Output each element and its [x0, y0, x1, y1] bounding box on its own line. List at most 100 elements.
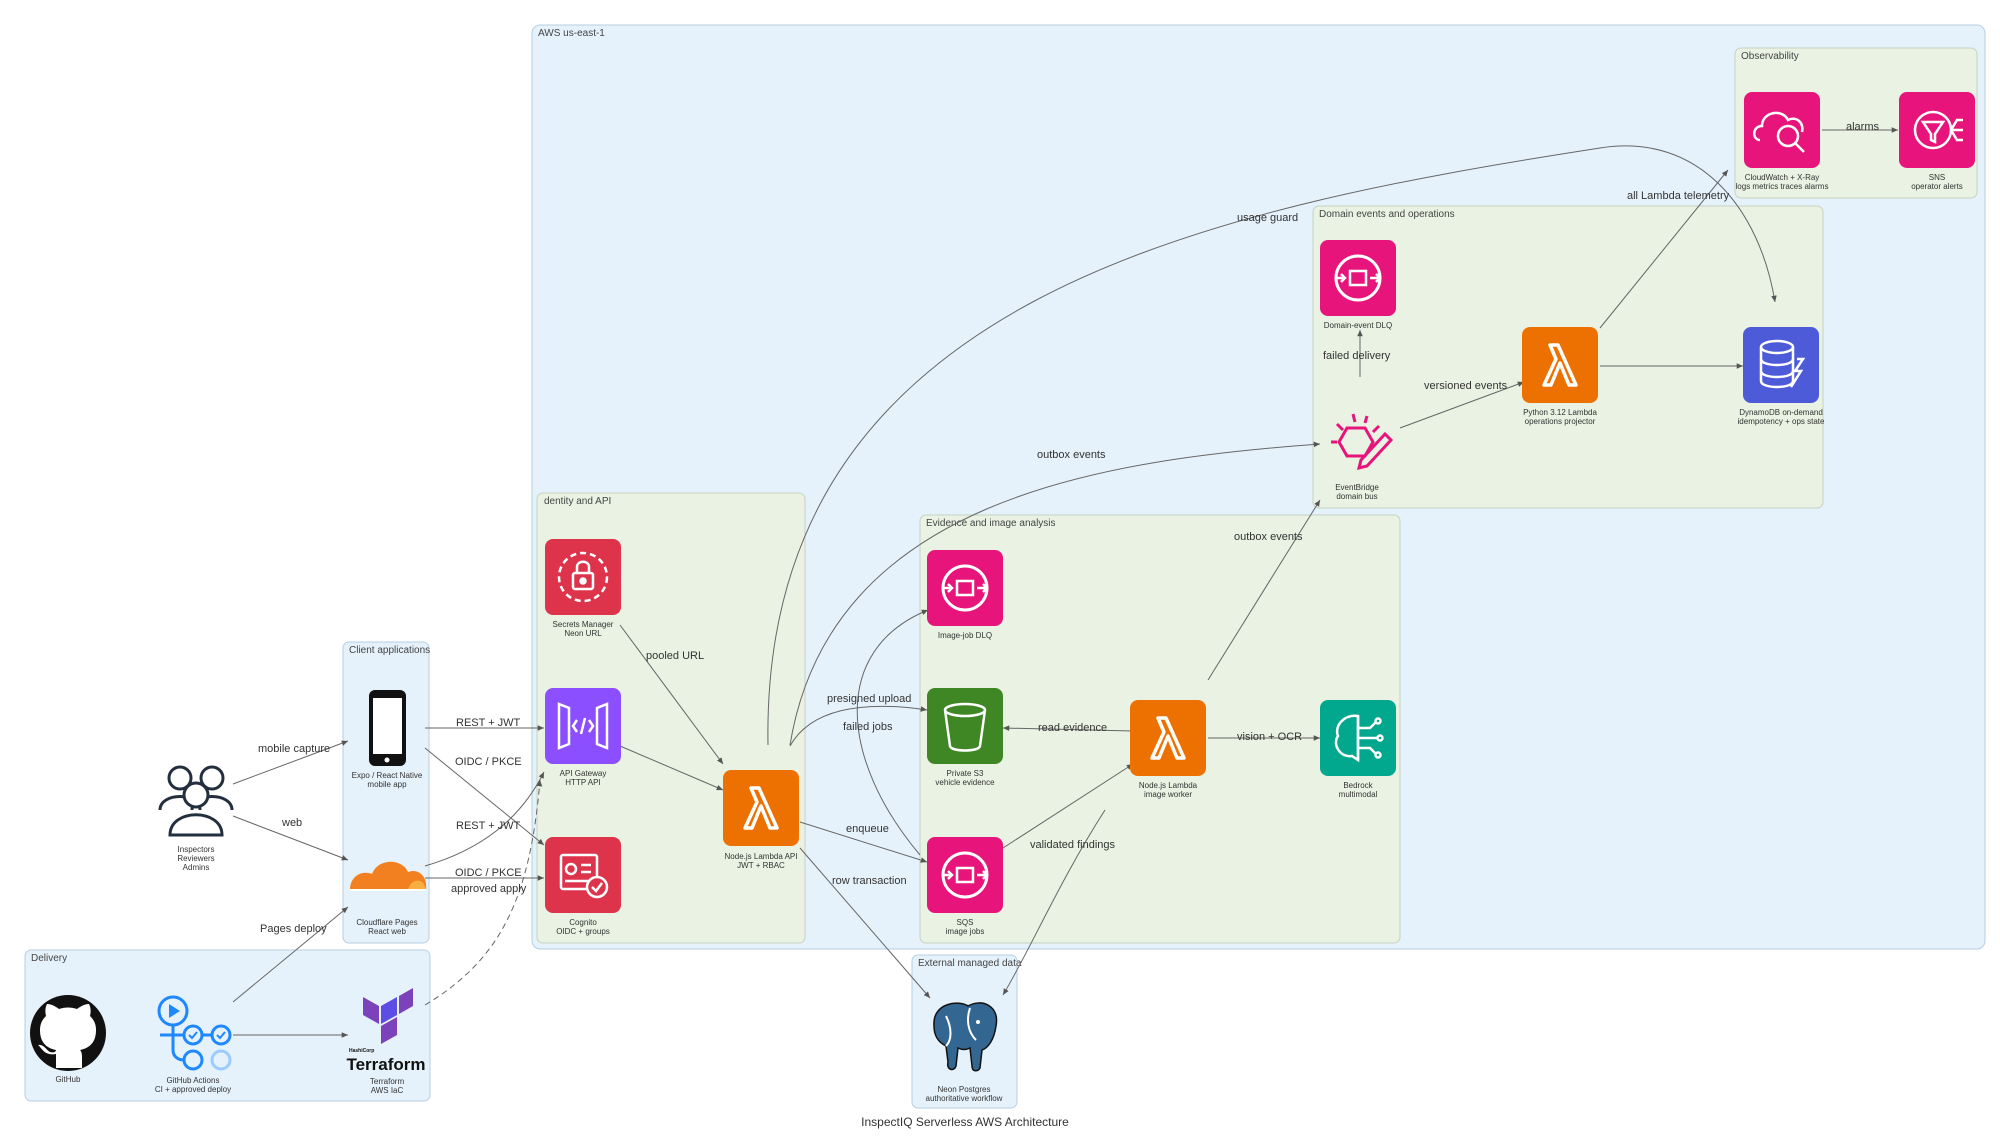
edge-mobile-capture: [232, 740, 349, 785]
label-approved-apply: approved apply: [451, 883, 527, 895]
cloudwatch-label-2: logs metrics traces alarms: [1736, 182, 1829, 191]
edge-oidc-mobile: [424, 747, 545, 846]
lambda-api-label-2: JWT + RBAC: [737, 861, 785, 870]
edge-web: [232, 815, 349, 861]
edge-labels: mobile capture web Pages deploy REST + J…: [258, 121, 1880, 935]
users-label-2: Reviewers: [177, 854, 214, 863]
node-projector-lambda[interactable]: Python 3.12 Lambda operations projector: [1522, 327, 1598, 426]
edge-apigw-lambda: [619, 745, 724, 791]
node-eventbridge[interactable]: EventBridge domain bus: [1331, 413, 1394, 501]
label-pooled-url: pooled URL: [646, 650, 704, 662]
pipeline-icon: [157, 995, 232, 1071]
s3-label-1: Private S3: [947, 769, 984, 778]
cluster-client-title: Client applications: [349, 645, 430, 656]
cluster-identity-title: dentity and API: [544, 496, 611, 507]
pages-label-1: Cloudflare Pages: [356, 918, 417, 927]
node-lambda-api[interactable]: Node.js Lambda API JWT + RBAC: [723, 770, 799, 870]
cognito-label-1: Cognito: [569, 918, 597, 927]
edge-enqueue: [799, 821, 928, 863]
label-presigned-upload: presigned upload: [827, 693, 911, 705]
label-vision-ocr: vision + OCR: [1237, 731, 1302, 743]
node-api-gateway[interactable]: API Gateway HTTP API: [545, 688, 621, 787]
cloud-icon: [350, 861, 427, 891]
edge-rest-jwt-web: [424, 771, 545, 867]
node-users[interactable]: Inspectors Reviewers Admins: [158, 765, 234, 872]
node-sns[interactable]: SNS operator alerts: [1899, 92, 1975, 191]
node-neon-postgres[interactable]: Neon Postgres authoritative workflow: [926, 1002, 1003, 1103]
node-mobile-app[interactable]: Expo / React Native mobile app: [352, 690, 423, 789]
node-bedrock[interactable]: Bedrock multimodal: [1320, 700, 1396, 799]
edges: [232, 127, 1898, 1038]
edge-outbox-lambda: [789, 441, 1321, 746]
sns-label-2: operator alerts: [1911, 182, 1963, 191]
cluster-delivery: Delivery: [24, 949, 431, 1102]
label-outbox-events-1: outbox events: [1234, 531, 1303, 543]
github-icon: [30, 995, 106, 1071]
brain-icon: [1334, 714, 1384, 763]
eventbridge-label-1: EventBridge: [1335, 483, 1379, 492]
node-cognito[interactable]: Cognito OIDC + groups: [545, 837, 621, 936]
cluster-delivery-title: Delivery: [31, 953, 67, 964]
eventbus-icon: [1331, 413, 1394, 471]
node-domain-dlq[interactable]: Domain-event DLQ: [1320, 240, 1396, 330]
secrets-label-2: Neon URL: [564, 629, 602, 638]
bedrock-label-1: Bedrock: [1343, 781, 1373, 790]
domain-dlq-label: Domain-event DLQ: [1324, 321, 1392, 330]
label-alarms: alarms: [1846, 121, 1880, 133]
node-lambda-worker[interactable]: Node.js Lambda image worker: [1130, 700, 1206, 799]
eventbridge-label-2: domain bus: [1336, 492, 1377, 501]
actions-label-1: GitHub Actions: [167, 1076, 220, 1085]
apigw-label-2: HTTP API: [565, 778, 600, 787]
node-terraform[interactable]: HashiCorp Terraform Terraform AWS IaC: [346, 988, 426, 1095]
node-cloudflare-pages[interactable]: Cloudflare Pages React web: [350, 861, 427, 936]
edge-validated-findings: [1002, 809, 1106, 996]
sqs-label-2: image jobs: [946, 927, 985, 936]
edge-presigned-upload: [789, 705, 928, 747]
users-icon: [158, 765, 234, 837]
sqs-label-1: SQS: [957, 918, 974, 927]
neon-label-1: Neon Postgres: [938, 1085, 991, 1094]
dynamo-label-2: idempotency + ops state: [1738, 417, 1825, 426]
node-sqs[interactable]: SQS image jobs: [927, 837, 1003, 936]
edge-row-transaction: [799, 847, 931, 999]
node-image-dlq[interactable]: Image-job DLQ: [927, 550, 1003, 640]
github-label: GitHub: [56, 1075, 81, 1084]
node-cloudwatch[interactable]: CloudWatch + X-Ray logs metrics traces a…: [1736, 92, 1829, 191]
node-github[interactable]: GitHub: [30, 995, 106, 1084]
label-row-transaction: row transaction: [832, 875, 907, 887]
edge-pooled-url: [619, 624, 724, 765]
database-icon: [1759, 339, 1806, 389]
node-s3[interactable]: Private S3 vehicle evidence: [927, 688, 1003, 787]
bucket-icon: [943, 702, 987, 752]
worker-label-1: Node.js Lambda: [1139, 781, 1198, 790]
cluster-external-title: External managed data: [918, 958, 1022, 969]
node-secrets-manager[interactable]: Secrets Manager Neon URL: [545, 539, 621, 638]
label-rest-jwt-2: REST + JWT: [456, 820, 521, 832]
image-dlq-label: Image-job DLQ: [938, 631, 992, 640]
label-failed-jobs: failed jobs: [843, 721, 893, 733]
terraform-wordmark: Terraform: [346, 1055, 425, 1074]
cloudwatch-label-1: CloudWatch + X-Ray: [1745, 173, 1820, 182]
notification-icon: [1913, 110, 1963, 150]
edge-usage-guard: [767, 145, 1777, 746]
label-usage-guard: usage guard: [1237, 212, 1298, 224]
dynamo-label-1: DynamoDB on-demand: [1739, 408, 1823, 417]
terraform-label-2: AWS IaC: [371, 1086, 404, 1095]
edge-approved-apply: [424, 779, 543, 1006]
edge-read-evidence: [1002, 725, 1134, 732]
terraform-label-1: Terraform: [370, 1077, 405, 1086]
label-versioned-events: versioned events: [1424, 380, 1508, 392]
label-oidc-pkce-1: OIDC / PKCE: [455, 756, 522, 768]
projector-label-1: Python 3.12 Lambda: [1523, 408, 1597, 417]
users-label-3: Admins: [183, 863, 210, 872]
edge-pages-deploy: [232, 906, 349, 1003]
node-dynamodb[interactable]: DynamoDB on-demand idempotency + ops sta…: [1738, 327, 1825, 426]
edge-versioned-events: [1399, 381, 1525, 429]
lock-icon: [557, 551, 609, 603]
edge-sqs-worker: [1002, 763, 1134, 849]
label-oidc-pkce-2: OIDC / PKCE: [455, 867, 522, 879]
node-github-actions[interactable]: GitHub Actions CI + approved deploy: [155, 995, 232, 1094]
label-validated-findings: validated findings: [1030, 839, 1116, 851]
pages-label-2: React web: [368, 927, 406, 936]
lambda-api-label-1: Node.js Lambda API: [725, 852, 798, 861]
